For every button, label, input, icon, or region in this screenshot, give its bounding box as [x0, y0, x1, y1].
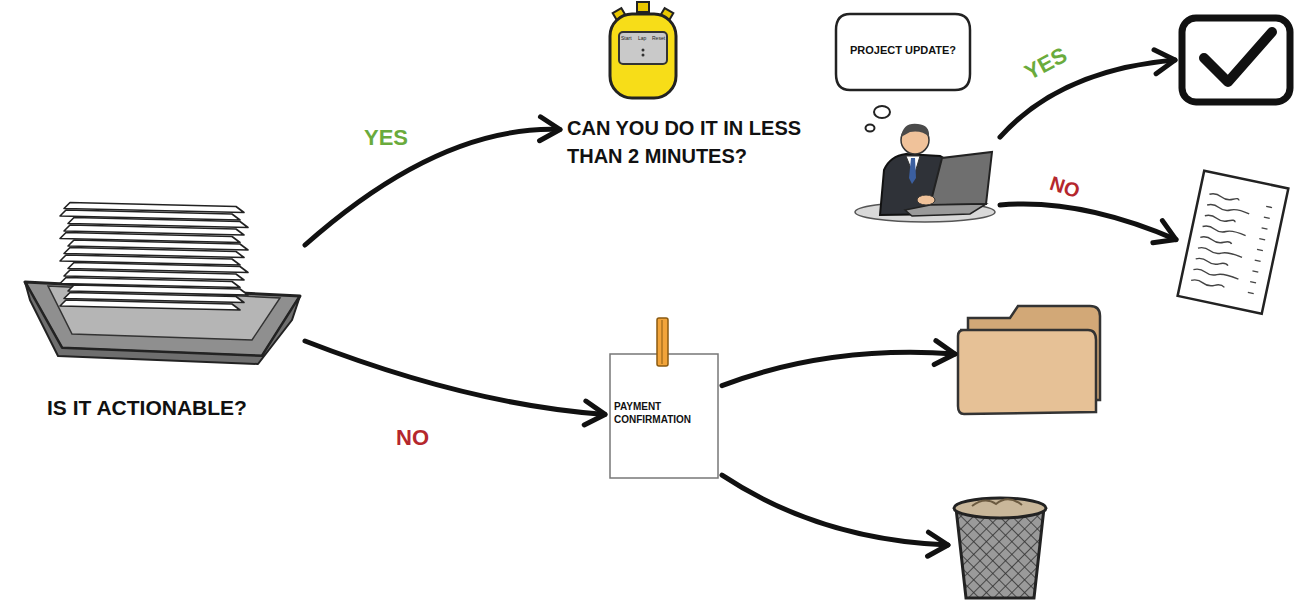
- stopwatch: [610, 2, 676, 98]
- task-document: [1178, 171, 1289, 314]
- done-node: [1175, 12, 1297, 108]
- flow-arrow: [722, 475, 948, 556]
- question-text: IS IT ACTIONABLE?: [47, 395, 305, 421]
- note-node: PAYMENT CONFIRMATION: [605, 320, 722, 480]
- flow-arrow: [305, 341, 605, 425]
- trash-node: [948, 488, 1048, 602]
- edge-label: NO: [1045, 171, 1084, 202]
- edge-label: YES: [1019, 42, 1073, 86]
- edge-label: NO: [394, 426, 431, 450]
- stopwatch-node: CAN YOU DO IT IN LESS THAN 2 MINUTES?: [560, 0, 845, 175]
- man-at-laptop: [855, 124, 995, 222]
- thought-bubble: [836, 14, 970, 132]
- file-node: [955, 300, 1105, 420]
- flow-arrow: [1000, 204, 1176, 243]
- inbox-tray: [25, 203, 300, 365]
- button-label: Start: [621, 35, 632, 41]
- flow-arrow: [305, 117, 560, 245]
- payment-note: [610, 318, 718, 478]
- question-text: CAN YOU DO IT IN LESS THAN 2 MINUTES?: [567, 114, 829, 170]
- checkmark-box: [1182, 18, 1290, 102]
- wastebasket: [954, 498, 1046, 598]
- task-list-node: [1176, 170, 1291, 315]
- edge-label: YES: [362, 126, 410, 150]
- folder: [958, 306, 1100, 414]
- note-text: PAYMENT CONFIRMATION: [614, 400, 714, 426]
- inbox-node: IS IT ACTIONABLE?: [20, 185, 305, 425]
- worker-node: PROJECT UPDATE?: [835, 10, 1000, 222]
- button-label: Reset: [652, 35, 665, 41]
- flow-arrow: [722, 341, 955, 386]
- thought-text: PROJECT UPDATE?: [839, 43, 967, 57]
- button-label: Lap: [638, 35, 646, 41]
